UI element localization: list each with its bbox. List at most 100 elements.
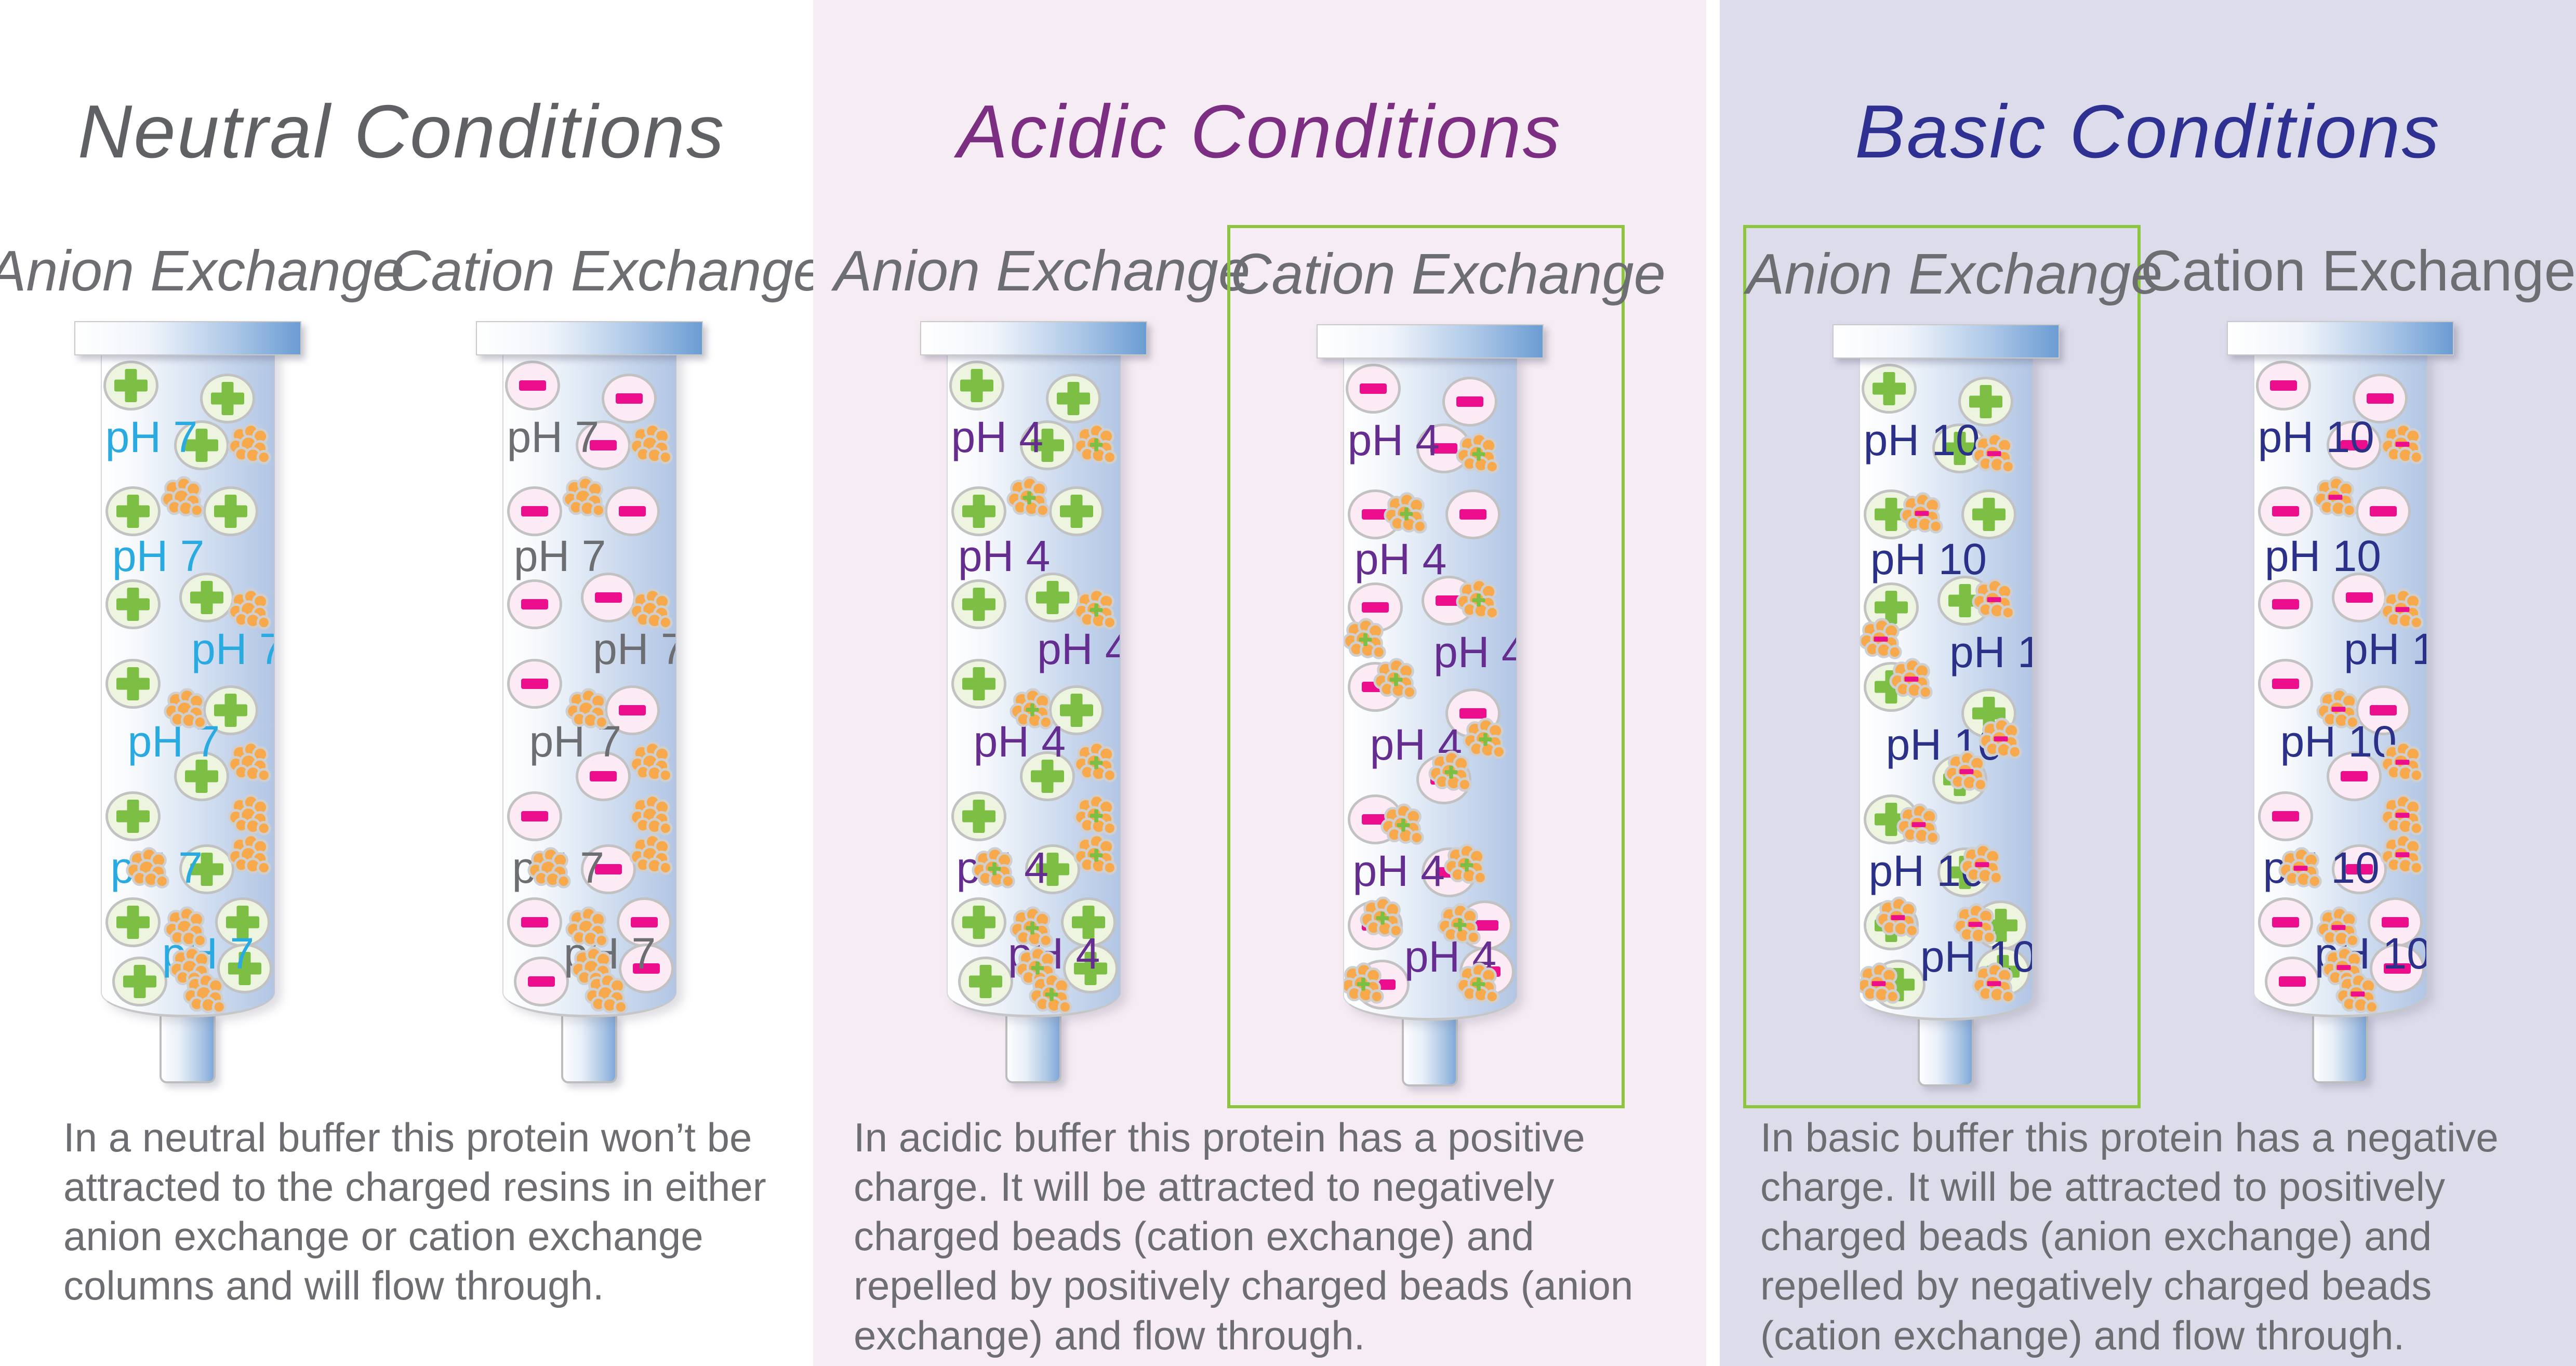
protein-cluster-icon bbox=[565, 906, 609, 948]
resin-bead-negative bbox=[507, 486, 562, 536]
ph-label: pH 4 bbox=[958, 532, 1051, 581]
resin-bead-positive bbox=[1063, 943, 1118, 993]
protein-cluster-icon bbox=[2380, 588, 2424, 630]
protein-cluster-icon bbox=[1073, 588, 1117, 630]
minus-icon bbox=[2278, 976, 2306, 987]
minus-icon bbox=[2340, 440, 2368, 450]
minus-icon bbox=[519, 380, 547, 391]
plus-icon-vertical-bar bbox=[973, 667, 985, 700]
protein-cluster-icon bbox=[1073, 793, 1117, 835]
protein-cluster-icon bbox=[629, 793, 673, 835]
protein-cluster-icon bbox=[585, 973, 628, 1014]
protein-cluster-icon bbox=[1010, 687, 1053, 730]
resin-bead-positive bbox=[179, 572, 234, 622]
resin-bead-negative bbox=[513, 957, 569, 1007]
resin-bead-negative bbox=[2258, 791, 2313, 841]
minus-icon bbox=[1361, 814, 1389, 825]
minus-icon bbox=[619, 506, 646, 516]
plus-icon-vertical-bar bbox=[1885, 590, 1897, 624]
plus-icon-vertical-bar bbox=[1883, 372, 1895, 405]
protein-cluster-icon bbox=[1860, 962, 1901, 1004]
plus-icon-vertical-bar bbox=[1995, 908, 2007, 942]
ph-label: pH 4 bbox=[1433, 627, 1517, 677]
resin-bead-negative bbox=[605, 685, 660, 735]
protein-cluster-icon bbox=[1456, 578, 1499, 620]
ph-label: pH 4 bbox=[951, 412, 1044, 461]
column-cap bbox=[1833, 324, 2060, 359]
resin-bead-negative bbox=[580, 572, 636, 622]
plus-icon-vertical-bar bbox=[1084, 951, 1097, 985]
ph-label: pH 7 bbox=[593, 624, 676, 673]
minus-icon bbox=[1430, 443, 1457, 454]
resin-bead-negative bbox=[2256, 360, 2312, 410]
plus-icon-vertical-bar bbox=[125, 368, 137, 402]
protein-cluster-icon bbox=[1360, 896, 1403, 938]
protein-cluster-icon bbox=[228, 833, 271, 875]
protein-cluster-icon bbox=[570, 946, 614, 988]
plus-icon-vertical-bar bbox=[224, 693, 237, 727]
minus-icon bbox=[2272, 917, 2299, 927]
plus-icon-vertical-bar bbox=[1980, 385, 1992, 419]
plus-icon-vertical-bar bbox=[973, 495, 985, 528]
minus-icon bbox=[619, 705, 646, 715]
protein-cluster-icon bbox=[126, 846, 170, 888]
plus-icon-vertical-bar bbox=[195, 760, 208, 793]
column-outlet bbox=[160, 1014, 216, 1083]
protein-cluster-icon bbox=[2380, 833, 2424, 875]
protein-cluster-icon bbox=[1979, 717, 2023, 759]
column-cap bbox=[2227, 321, 2454, 355]
protein-cluster-icon bbox=[2380, 793, 2424, 835]
resin-bead-negative bbox=[2264, 957, 2320, 1007]
minus-icon bbox=[2370, 705, 2397, 715]
column-label-cation-exchange: Cation Exchange bbox=[390, 239, 825, 303]
ph-label: pH 4 bbox=[1037, 624, 1121, 673]
protein-cluster-icon bbox=[629, 740, 673, 783]
resin-bead-negative bbox=[2258, 486, 2313, 536]
minus-icon bbox=[2345, 592, 2373, 603]
ph-label: pH 10 bbox=[2344, 624, 2426, 673]
column-body: pH 7pH 7pH 7pH 7pH 7pH 7 bbox=[101, 352, 275, 1017]
plus-icon-vertical-bar bbox=[1082, 905, 1095, 939]
plus-icon-vertical-bar bbox=[127, 799, 139, 833]
resin-bead-positive bbox=[1961, 489, 2017, 539]
plus-icon-vertical-bar bbox=[973, 799, 985, 833]
column-label-cation-exchange: Cation Exchange bbox=[1230, 242, 1666, 306]
resin-bead-positive bbox=[1958, 377, 2013, 427]
panel-caption: In a neutral buffer this protein won’t b… bbox=[63, 1115, 766, 1309]
minus-icon bbox=[527, 976, 555, 987]
ph-label: pH 10 bbox=[2258, 412, 2374, 461]
plus-icon-vertical-bar bbox=[201, 580, 213, 614]
resin-bead-negative bbox=[1445, 489, 1501, 539]
resin-bead-negative bbox=[1442, 377, 1497, 427]
column-outlet bbox=[561, 1014, 617, 1083]
protein-cluster-icon bbox=[972, 846, 1016, 888]
resin-bead-positive bbox=[105, 658, 161, 709]
plus-icon-vertical-bar bbox=[127, 905, 139, 939]
column-body: pH 4pH 4pH 4pH 4pH 4pH 4 bbox=[947, 352, 1121, 1017]
plus-icon-vertical-bar bbox=[236, 905, 249, 939]
column-outlet bbox=[2312, 1014, 2368, 1083]
protein-cluster-icon bbox=[1073, 833, 1117, 875]
protein-cluster-icon bbox=[1428, 750, 1472, 792]
column-cap bbox=[1317, 324, 1544, 359]
plus-icon-vertical-bar bbox=[1983, 498, 1995, 531]
column-label-anion-exchange: Anion Exchange bbox=[834, 239, 1251, 303]
resin-bead-negative bbox=[617, 897, 672, 947]
plus-icon-vertical-bar bbox=[1959, 583, 1971, 617]
plus-icon-vertical-bar bbox=[1046, 580, 1059, 614]
resin-bead-negative bbox=[2331, 572, 2387, 622]
resin-bead-positive bbox=[105, 486, 161, 536]
protein-cluster-icon bbox=[1015, 946, 1058, 988]
protein-cluster-icon bbox=[228, 793, 271, 835]
minus-icon bbox=[521, 506, 548, 516]
resin-bead-positive bbox=[1049, 685, 1105, 735]
resin-bead-positive bbox=[951, 658, 1006, 709]
plus-icon-vertical-bar bbox=[1070, 495, 1083, 528]
ph-label: pH 7 bbox=[507, 412, 600, 461]
plus-icon-vertical-bar bbox=[201, 852, 213, 886]
minus-icon bbox=[589, 771, 617, 781]
